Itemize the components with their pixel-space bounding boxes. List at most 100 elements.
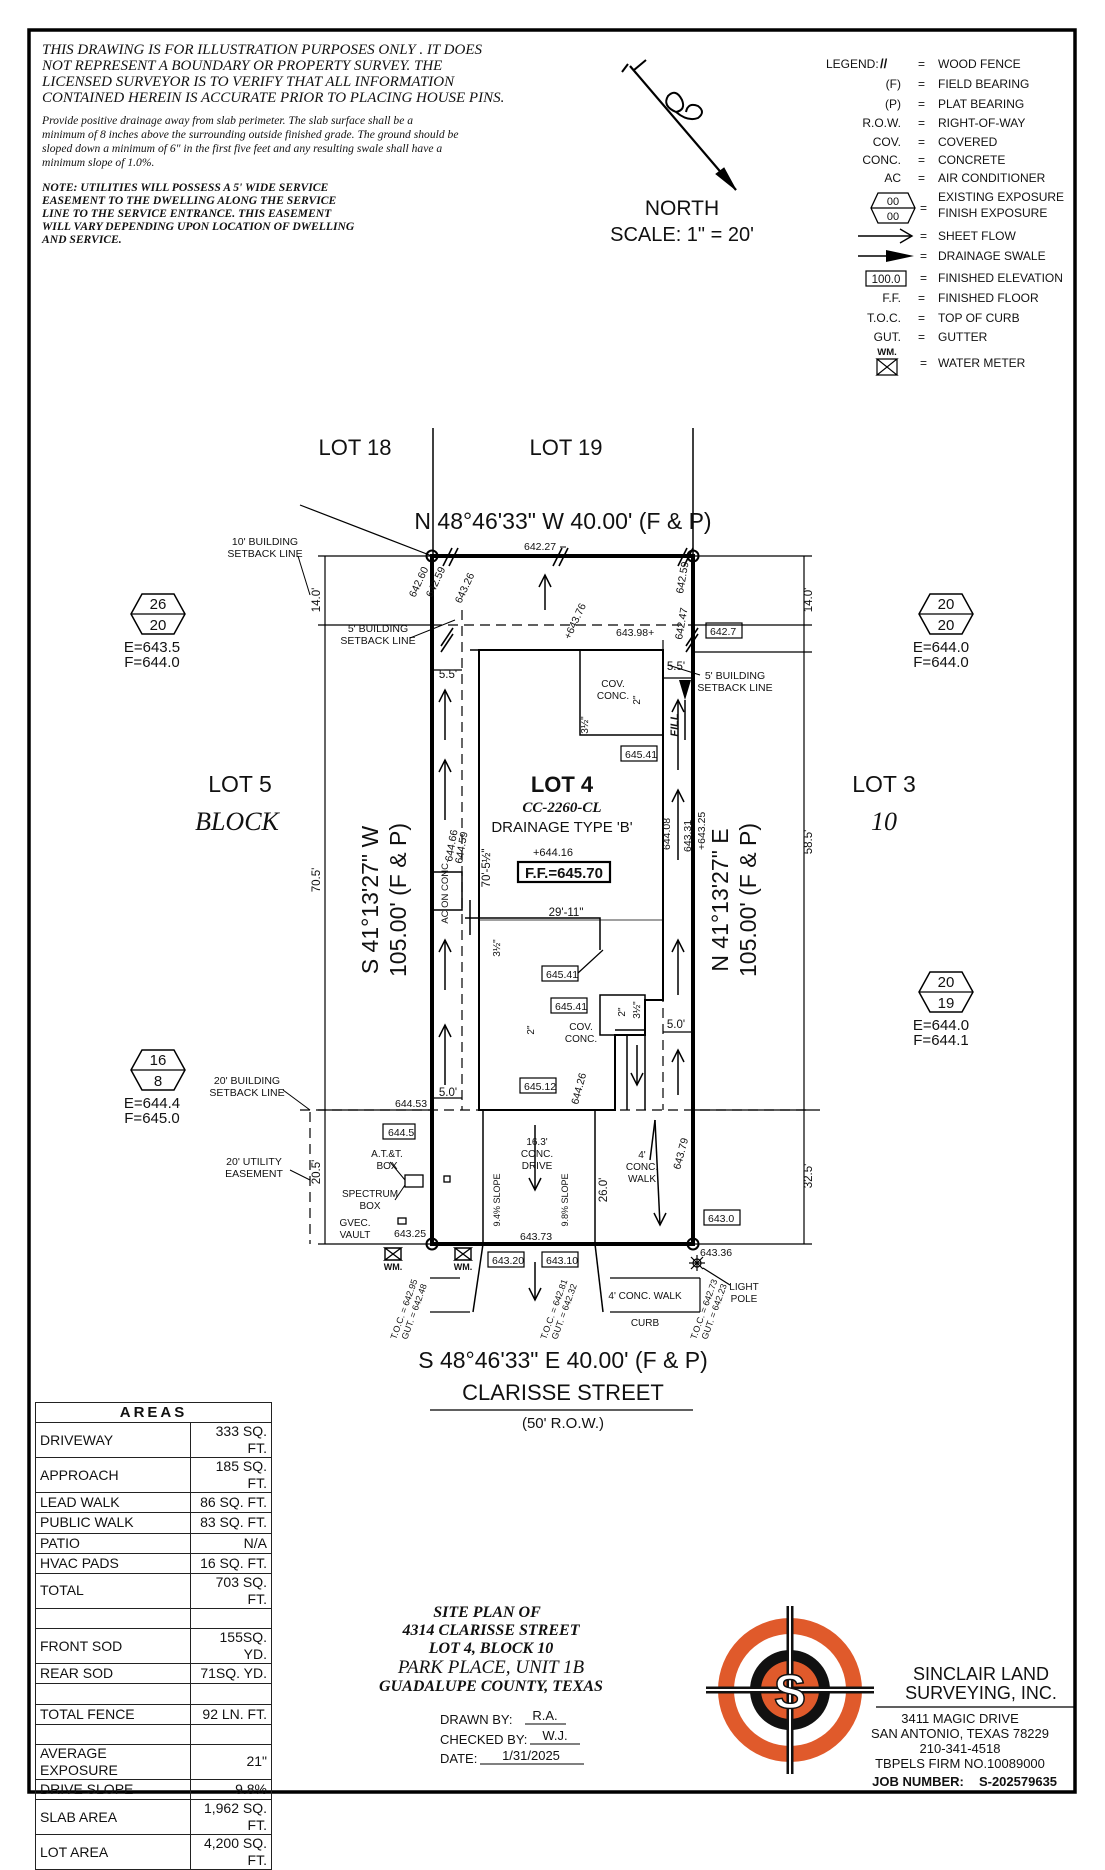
area-value: 333 SQ. FT. [190, 1422, 272, 1459]
north-label: NORTH [645, 197, 719, 220]
svg-text:5.0': 5.0' [439, 1087, 457, 1099]
svg-text:29'-11": 29'-11" [549, 907, 584, 919]
svg-text:DATE:: DATE: [440, 1751, 477, 1766]
svg-text:EXISTING EXPOSURE: EXISTING EXPOSURE [938, 190, 1064, 204]
svg-text:2": 2" [526, 1025, 537, 1035]
drawn-checked-date: DRAWN BY: R.A. CHECKED BY: W.J. DATE: 1/… [440, 1708, 584, 1766]
svg-text:20.5': 20.5' [311, 1160, 323, 1185]
svg-text:FIELD BEARING: FIELD BEARING [938, 77, 1029, 91]
svg-text:=: = [918, 153, 925, 167]
svg-text:GVEC.: GVEC. [339, 1218, 370, 1229]
svg-text:642.27: 642.27 [524, 541, 556, 553]
svg-text:F=644.0: F=644.0 [124, 654, 179, 671]
area-value: 83 SQ. FT. [190, 1512, 272, 1534]
svg-text:3½": 3½" [632, 1001, 643, 1019]
svg-text:5' BUILDING: 5' BUILDING [705, 670, 765, 682]
svg-text:+644.16: +644.16 [533, 847, 573, 859]
title-block: SITE PLAN OF 4314 CLARISSE STREET LOT 4,… [379, 1604, 603, 1695]
east-distance-label: 105.00' (F & P) [735, 823, 761, 977]
svg-text:=: = [918, 330, 925, 344]
sheet-border [27, 28, 1077, 1794]
block-label: BLOCK [195, 807, 280, 836]
svg-text:SETBACK LINE: SETBACK LINE [340, 635, 415, 647]
light-pole-icon [689, 1255, 731, 1286]
svg-text:Provide positive drainage away: Provide positive drainage away from slab… [41, 114, 413, 127]
svg-text:TOP OF CURB: TOP OF CURB [938, 311, 1020, 325]
svg-text:AND SERVICE.: AND SERVICE. [41, 233, 122, 246]
hex-sw: 16 8 E=644.4 F=645.0 [124, 1049, 186, 1127]
lot-19-label: LOT 19 [530, 435, 603, 460]
svg-text:=: = [918, 116, 925, 130]
area-label: REAR SOD [35, 1663, 191, 1685]
area-label: FRONT SOD [35, 1628, 191, 1665]
svg-text:19: 19 [938, 995, 955, 1012]
svg-text:=: = [920, 229, 927, 243]
svg-text:AC: AC [884, 171, 901, 185]
svg-text:20: 20 [938, 596, 955, 613]
company-info: SINCLAIR LAND SURVEYING, INC. 3411 MAGIC… [871, 1664, 1075, 1789]
svg-text:2": 2" [632, 695, 643, 705]
svg-text:DRAINAGE SWALE: DRAINAGE SWALE [938, 249, 1046, 263]
svg-text:CONC.: CONC. [521, 1149, 553, 1160]
hex-se: 20 19 E=644.0 F=644.1 [913, 971, 974, 1049]
svg-text:2": 2" [617, 1007, 628, 1017]
svg-text:SAN ANTONIO, TEXAS 78229: SAN ANTONIO, TEXAS 78229 [871, 1726, 1049, 1741]
svg-text:642.47: 642.47 [673, 607, 690, 641]
svg-text:VAULT: VAULT [340, 1230, 371, 1241]
svg-text:642.7: 642.7 [710, 626, 736, 638]
svg-text:=: = [920, 271, 927, 285]
svg-text:EASEMENT: EASEMENT [225, 1168, 283, 1180]
svg-text:00: 00 [887, 211, 899, 223]
plan-code: CC-2260-CL [522, 800, 601, 816]
svg-text:SPECTRUM: SPECTRUM [342, 1189, 398, 1200]
drainage-type: DRAINAGE TYPE 'B' [491, 819, 632, 836]
svg-text:=: = [918, 97, 925, 111]
svg-text:RIGHT-OF-WAY: RIGHT-OF-WAY [938, 116, 1025, 130]
svg-text:POLE: POLE [731, 1294, 758, 1305]
svg-text:644.26: 644.26 [569, 1071, 589, 1105]
svg-text:sloped down a minimum of 6" in: sloped down a minimum of 6" in the first… [42, 142, 442, 155]
svg-text:CONC.: CONC. [862, 153, 901, 167]
svg-text:WALK: WALK [628, 1174, 656, 1185]
svg-text:CONCRETE: CONCRETE [938, 153, 1005, 167]
svg-text:9.4% SLOPE: 9.4% SLOPE [492, 1173, 502, 1226]
svg-text:F=644.1: F=644.1 [913, 1032, 968, 1049]
area-label [35, 1723, 191, 1745]
svg-text:SURVEYING, INC.: SURVEYING, INC. [905, 1683, 1057, 1703]
scale-label: SCALE: 1" = 20' [610, 224, 754, 246]
area-label: TOTAL [35, 1572, 191, 1609]
area-value: 16 SQ. FT. [190, 1552, 272, 1574]
svg-text:+643.25: +643.25 [696, 812, 708, 850]
svg-text:5' BUILDING: 5' BUILDING [348, 623, 408, 635]
sinclair-logo-icon: S [706, 1606, 874, 1774]
svg-text:=: = [920, 249, 927, 263]
utility-note: NOTE: UTILITIES WILL POSSESS A 5' WIDE S… [41, 181, 355, 246]
legend-drainage-swale-icon [858, 250, 914, 262]
areas-title: AREAS [35, 1401, 272, 1424]
svg-text:WILL VARY DEPENDING UPON LOCAT: WILL VARY DEPENDING UPON LOCATION OF DWE… [42, 220, 355, 233]
lot-5-label: LOT 5 [208, 771, 272, 797]
svg-text:20: 20 [150, 617, 167, 634]
west-bearing-label: S 41°13'27" W [357, 826, 383, 975]
svg-text:F=644.0: F=644.0 [913, 654, 968, 671]
finished-floor: F.F.=645.70 [525, 865, 603, 882]
svg-text:AC ON CONC.: AC ON CONC. [440, 860, 451, 923]
svg-text:100.0: 100.0 [872, 274, 901, 286]
table-row [35, 1607, 272, 1630]
legend-water-meter-icon [875, 358, 899, 376]
legend-exposure-hex-icon [870, 192, 916, 224]
area-value: 21" [190, 1743, 272, 1780]
north-bearing-label: N 48°46'33" W 40.00' (F & P) [414, 508, 711, 534]
site-plan-sheet: THIS DRAWING IS FOR ILLUSTRATION PURPOSE… [27, 28, 1077, 1794]
svg-text:CONC.: CONC. [626, 1162, 658, 1173]
area-label: LEAD WALK [35, 1492, 191, 1514]
svg-text:E=644.0: E=644.0 [913, 1017, 969, 1034]
